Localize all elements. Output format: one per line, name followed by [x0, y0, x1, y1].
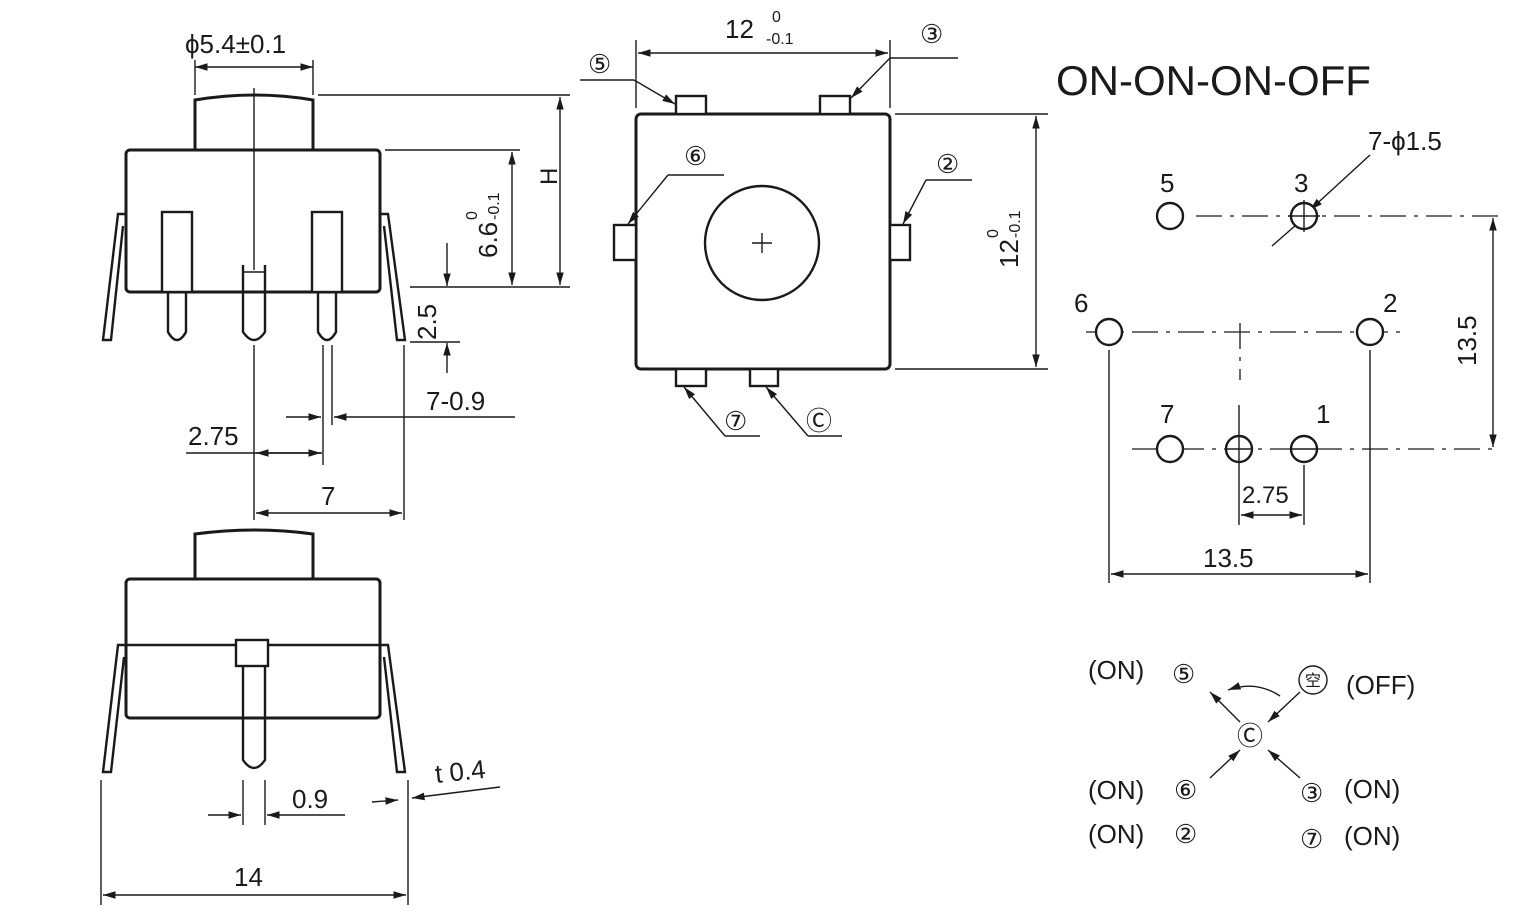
height-66-label: 6.6 [473, 222, 503, 258]
hole-spec-label: 7-ϕ1.5 [1368, 126, 1442, 156]
pin-pitch-label: 2.75 [188, 421, 239, 451]
marker-pin-3: ③ [920, 19, 943, 49]
top-height-label: 12 [994, 239, 1024, 268]
label-on-5: (ON) [1088, 655, 1144, 685]
height-66-tol-lower: -0.1 [486, 192, 503, 220]
fp-label-1: 1 [1316, 399, 1330, 429]
pin-width-label: 7-0.9 [426, 386, 485, 416]
label-on-2: (ON) [1088, 819, 1144, 849]
pin-length-label: 2.5 [412, 304, 442, 340]
side-view: ϕ5.4±0.1 H 6.6 0 -0.1 2.5 7-0.9 2.75 [101, 29, 570, 520]
marker-3: ③ [1300, 778, 1323, 808]
thickness-label: t 0.4 [433, 754, 486, 789]
diameter-label: ϕ5.4±0.1 [185, 29, 286, 59]
fp-label-7: 7 [1160, 399, 1174, 429]
label-on-7: (ON) [1344, 821, 1400, 851]
footprint: 7-ϕ1.5 5 3 6 2 7 1 2.75 [1074, 126, 1500, 583]
marker-6: ⑥ [1174, 775, 1197, 805]
height-66-tol-upper: 0 [464, 211, 481, 220]
marker-pin-5: ⑤ [588, 49, 611, 79]
marker-5: ⑤ [1172, 659, 1195, 689]
fp-height-label: 13.5 [1452, 315, 1482, 366]
top-width-tol-upper: 0 [772, 9, 781, 26]
fp-width-label: 13.5 [1203, 543, 1254, 573]
front-view: 0.9 t 0.4 14 [100, 528, 501, 905]
marker-pin-c: Ⓒ [806, 406, 832, 436]
marker-7: ⑦ [1300, 824, 1323, 854]
pin-span-label: 7 [321, 481, 335, 511]
marker-pin-2: ② [936, 149, 959, 179]
fp-label-2: 2 [1383, 288, 1397, 318]
height-h-label: H [536, 168, 563, 185]
top-width-label: 12 [725, 14, 754, 44]
fp-label-3: 3 [1294, 168, 1308, 198]
body-width-label: 14 [234, 862, 263, 892]
top-height-tol-lower: -0.1 [1007, 210, 1024, 238]
label-on-6: (ON) [1088, 775, 1144, 805]
top-view: 12 0 -0.1 12 0 -0.1 ⑤ ③ ⑥ ② ⑦ Ⓒ [580, 9, 1048, 437]
switch-schematic: (ON) ⑤ 空 (OFF) Ⓒ (ON) ⑥ (ON) ② ③ (ON) ⑦ … [1088, 655, 1415, 854]
fp-pitch-label: 2.75 [1242, 482, 1289, 509]
label-off: (OFF) [1346, 670, 1415, 700]
marker-2: ② [1174, 819, 1197, 849]
front-pin-width-label: 0.9 [292, 784, 328, 814]
fp-label-5: 5 [1160, 168, 1174, 198]
top-width-tol-lower: -0.1 [766, 31, 794, 48]
label-on-3: (ON) [1344, 774, 1400, 804]
marker-pin-6: ⑥ [684, 141, 707, 171]
top-height-tol-upper: 0 [985, 229, 1002, 238]
fp-label-6: 6 [1074, 288, 1088, 318]
marker-c: Ⓒ [1237, 721, 1263, 751]
marker-pin-7: ⑦ [724, 406, 747, 436]
switch-type-title: ON-ON-ON-OFF [1056, 57, 1371, 104]
marker-kong: 空 [1305, 672, 1321, 690]
